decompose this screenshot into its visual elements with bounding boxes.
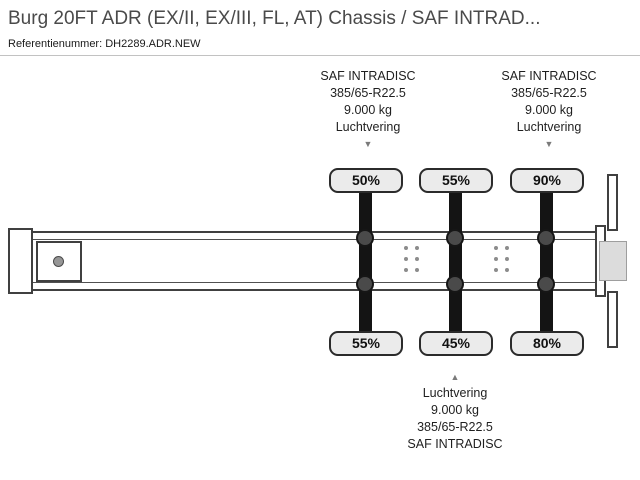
tread-percentage-bottom: 55% — [329, 331, 403, 356]
tread-percentage-bottom: 45% — [419, 331, 493, 356]
spec-line-suspension: Luchtvering — [335, 120, 401, 134]
bolt-dot — [505, 268, 509, 272]
bolt-dot — [494, 268, 498, 272]
axle-bar — [540, 192, 553, 332]
rear-corner-post-bottom — [607, 291, 618, 348]
bolt-dot — [494, 257, 498, 261]
wheel-hub-top — [356, 229, 374, 247]
spec-block-axle-3: SAF INTRADISC 385/65-R22.5 9.000 kg Luch… — [484, 68, 614, 152]
bolt-dot — [415, 257, 419, 261]
spec-line-load: 9.000 kg — [344, 103, 392, 117]
wheel-hub-bottom — [537, 275, 555, 293]
bolt-dot — [415, 246, 419, 250]
spec-line-tyre-size: 385/65-R22.5 — [330, 86, 406, 100]
spec-block-axle-1: SAF INTRADISC 385/65-R22.5 9.000 kg Luch… — [303, 68, 433, 152]
bolt-dot — [404, 268, 408, 272]
spec-line-brand: SAF INTRADISC — [320, 69, 416, 83]
axle-bar — [449, 192, 462, 332]
rear-bumper-block — [599, 241, 627, 281]
spec-line-tyre-size: 385/65-R22.5 — [417, 420, 493, 434]
bolt-dot — [415, 268, 419, 272]
front-end-plate — [8, 228, 33, 294]
axle-bar — [359, 192, 372, 332]
arrow-down-icon: ▼ — [544, 139, 554, 149]
wheel-hub-bottom — [446, 275, 464, 293]
wheel-hub-top — [537, 229, 555, 247]
spec-line-brand: SAF INTRADISC — [501, 69, 597, 83]
tread-percentage-top: 50% — [329, 168, 403, 193]
spec-line-tyre-size: 385/65-R22.5 — [511, 86, 587, 100]
reference-number: Referentienummer: DH2289.ADR.NEW — [8, 38, 201, 50]
wheel-hub-top — [446, 229, 464, 247]
spec-line-brand: SAF INTRADISC — [407, 437, 503, 451]
spec-line-suspension: Luchtvering — [516, 120, 582, 134]
rear-corner-post-top — [607, 174, 618, 231]
arrow-down-icon: ▼ — [363, 139, 373, 149]
spec-block-axle-2: ▲ Luchtvering 9.000 kg 385/65-R22.5 SAF … — [395, 369, 515, 453]
arrow-up-icon: ▲ — [450, 372, 460, 382]
tread-percentage-bottom: 80% — [510, 331, 584, 356]
bolt-dot — [404, 257, 408, 261]
tread-percentage-top: 90% — [510, 168, 584, 193]
kingpin-plate — [36, 241, 82, 282]
spec-line-suspension: Luchtvering — [422, 386, 488, 400]
bolt-dot — [505, 246, 509, 250]
page-title: Burg 20FT ADR (EX/II, EX/III, FL, AT) Ch… — [8, 8, 541, 29]
kingpin — [53, 256, 64, 267]
beam-flange-bottom — [12, 282, 596, 283]
wheel-hub-bottom — [356, 275, 374, 293]
spec-line-load: 9.000 kg — [431, 403, 479, 417]
bolt-dot — [404, 246, 408, 250]
beam-flange-top — [12, 239, 596, 240]
header-divider — [0, 55, 640, 56]
spec-line-load: 9.000 kg — [525, 103, 573, 117]
tread-percentage-top: 55% — [419, 168, 493, 193]
chassis-beam — [10, 231, 598, 291]
bolt-dot — [494, 246, 498, 250]
bolt-dot — [505, 257, 509, 261]
